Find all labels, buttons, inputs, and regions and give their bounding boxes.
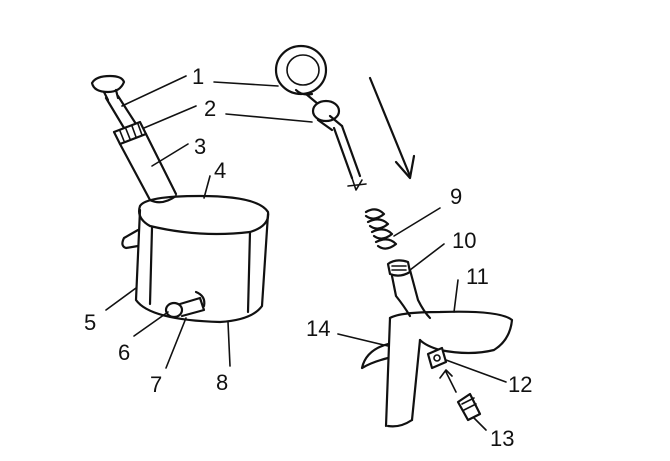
adjust-knob: [274, 44, 328, 96]
spray-nozzle: [360, 268, 514, 428]
nozzle-wing: [360, 342, 390, 370]
callout-10: 10: [452, 228, 476, 253]
callout-3: 3: [194, 134, 206, 159]
tank-bracket: [121, 228, 140, 250]
callout-4: 4: [214, 158, 226, 183]
spring: [364, 208, 398, 250]
pump-barrel: [118, 132, 178, 202]
pump-collar: [112, 120, 148, 146]
nozzle-cap: [386, 259, 412, 277]
callout-6: 6: [118, 340, 130, 365]
tank-body: [134, 208, 270, 324]
leader-lines: [105, 75, 507, 431]
callout-9: 9: [450, 184, 462, 209]
callout-7: 7: [150, 372, 162, 397]
tank-lid: [138, 194, 270, 236]
callout-2: 2: [204, 96, 216, 121]
drain-valve: [164, 290, 206, 319]
callout-labels: 1 2 3 4 5 6 7 8 9 10 11 14 12 13: [84, 64, 532, 451]
callout-14: 14: [306, 316, 330, 341]
nozzle-body: [388, 310, 514, 355]
callout-13: 13: [490, 426, 514, 451]
valve-stem: [304, 92, 367, 191]
callout-8: 8: [216, 370, 228, 395]
nozzle-parts: [274, 44, 412, 277]
callout-5: 5: [84, 310, 96, 335]
fitting-clip: [426, 346, 448, 370]
tank-assembly: [90, 74, 270, 324]
pump-rod: [104, 94, 138, 130]
direction-arrow: [368, 76, 416, 180]
retainer-clip: [456, 392, 482, 422]
callout-11: 11: [466, 264, 489, 289]
callout-12: 12: [508, 372, 532, 397]
callout-1: 1: [192, 64, 204, 89]
